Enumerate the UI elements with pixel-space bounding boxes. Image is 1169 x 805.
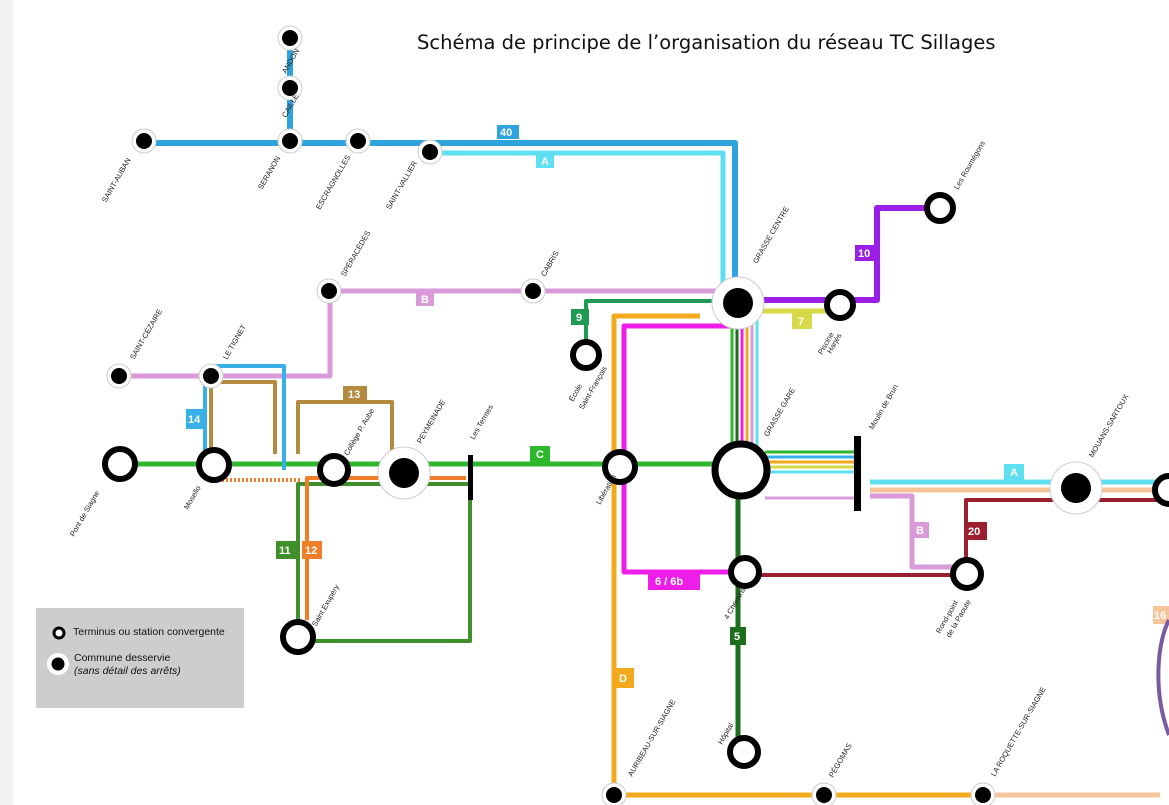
label-speracedes: SPÉRACÈDES [339, 229, 372, 278]
line-40 [144, 38, 738, 300]
label-les-roumegons: Les Roumégons [952, 139, 987, 191]
node-peymeinade [377, 446, 431, 500]
label-moulin-de-brun: Moulin de Brun [867, 383, 900, 431]
node-rond-point-paoute [950, 557, 984, 591]
line-edge-partial [1156, 619, 1169, 736]
label-college-aube: Collège P. Aube [342, 407, 376, 457]
node-andon [277, 25, 303, 51]
label-saint-exupery: Saint Exupéry [310, 583, 341, 628]
map-title: Schéma de principe de l’organisation du … [417, 31, 996, 54]
label-le-tignet: LE TIGNET [221, 323, 248, 361]
badge-16: 16 [1154, 610, 1166, 622]
label-escragnolles: ESCRAGNOLLES [314, 153, 352, 211]
terminus-icon [52, 626, 66, 640]
node-saint-vallier [417, 139, 443, 165]
line-10 [738, 205, 940, 303]
label-saint-auban: SAINT-AUBAN [100, 156, 133, 204]
label-mouans-sartoux: MOUANS-SARTOUX [1087, 393, 1130, 459]
badge-11: 11 [279, 545, 291, 557]
label-pont-de-siagne: Pont de Siagne [68, 489, 101, 538]
commune-nodes [106, 25, 1103, 805]
node-saint-exupery [280, 619, 316, 655]
badge-B-low: B [916, 525, 924, 537]
node-mosello [196, 447, 232, 483]
badge-A-top: A [541, 156, 549, 168]
label-grasse-gare: GRASSE GARE [762, 386, 797, 438]
node-escragnolles [345, 128, 371, 154]
line-16 [870, 487, 1160, 798]
badge-9: 9 [576, 312, 582, 324]
badge-40: 40 [500, 127, 512, 139]
node-4-chemins [728, 555, 762, 589]
commune-icon [46, 652, 70, 676]
badge-13: 13 [348, 389, 360, 401]
label-grasse-centre: GRASSE CENTRE [751, 205, 791, 265]
legend-row-commune: Commune desservie (sans détail des arrêt… [47, 652, 181, 678]
barrier-moulin-de-brun [854, 436, 861, 511]
node-caille [277, 75, 303, 101]
badge-10: 10 [858, 248, 870, 260]
node-le-tignet [198, 363, 224, 389]
line-9 [584, 299, 730, 352]
legend-commune-note: (sans détail des arrêts) [74, 665, 181, 677]
line-A-top [430, 150, 726, 300]
node-piscine-harjes [824, 289, 856, 321]
terminus-nodes [102, 192, 1169, 769]
node-saint-auban [131, 128, 157, 154]
node-grasse-gare [711, 440, 771, 500]
label-saint-vallier: SAINT-VALLIER [384, 159, 419, 211]
node-cabris [520, 278, 546, 304]
legend-commune-text: Commune desservie (sans détail des arrêt… [74, 652, 181, 678]
badge-D: D [619, 673, 627, 685]
legend-row-terminus: Terminus ou station convergente [52, 626, 225, 640]
badge-6-6b: 6 / 6b [655, 576, 683, 588]
badge-14: 14 [188, 414, 201, 426]
node-speracedes [316, 278, 342, 304]
badge-20: 20 [968, 526, 980, 538]
barrier-les-termes [468, 455, 473, 500]
badge-A-right: A [1010, 467, 1018, 479]
node-east-edge [1152, 473, 1169, 507]
node-la-roquette [970, 782, 996, 805]
label-les-termes: Les Termes [468, 403, 495, 441]
line-D [611, 313, 983, 798]
node-saint-cezaire [106, 363, 132, 389]
badge-C: C [536, 449, 544, 461]
label-4-chemins: 4 Chemins [722, 585, 748, 621]
legend-terminus-text: Terminus ou station convergente [73, 626, 225, 638]
badge-B: B [421, 294, 429, 306]
node-pont-de-siagne [102, 446, 138, 482]
label-cabris: CABRIS [539, 249, 561, 278]
node-mouans-sartoux [1049, 461, 1103, 515]
badge-5: 5 [734, 631, 740, 643]
node-les-roumegons [924, 192, 956, 224]
line-badges: 40 A 10 B 9 7 13 14 C A 20 B 11 12 6 / 6… [186, 125, 1169, 688]
label-la-roquette: LA ROQUETTE-SUR-SIAGNE [989, 685, 1048, 778]
legend-box: Terminus ou station convergente Commune … [36, 608, 244, 708]
label-peymeinade: PEYMEINADE [415, 398, 447, 445]
node-grasse-centre [711, 276, 765, 330]
label-mosello: Mosello [182, 484, 203, 511]
badge-7: 7 [798, 316, 804, 328]
node-pegomas [811, 782, 837, 805]
node-liberation [602, 449, 638, 485]
node-college-aube [317, 453, 351, 487]
badge-12: 12 [305, 545, 317, 557]
label-auribeau: AURIBEAU-SUR-SIAGNE [626, 698, 678, 778]
label-pegomas: PÉGOMAS [827, 742, 854, 779]
node-hopital [727, 735, 761, 769]
node-auribeau [601, 782, 627, 805]
node-seranon [277, 128, 303, 154]
line-20 [745, 498, 1160, 577]
label-seranon: SERANON [256, 154, 282, 191]
node-ecole-st-francois [570, 339, 602, 371]
label-saint-cezaire: SAINT-CÉZAIRE [128, 307, 164, 361]
legend-commune-label: Commune desservie [74, 652, 171, 664]
